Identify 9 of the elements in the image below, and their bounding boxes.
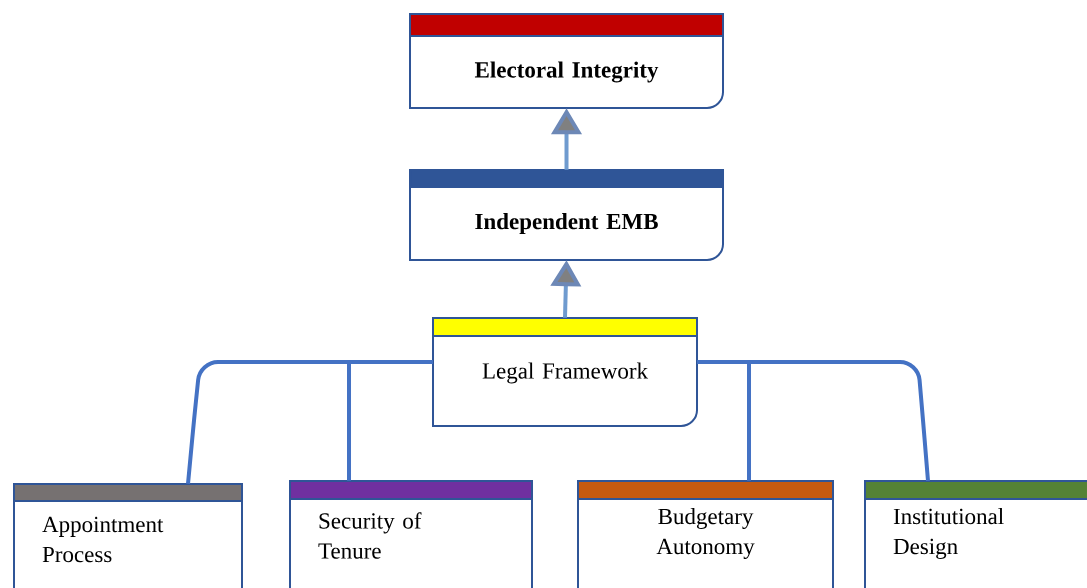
- labelled-box: Electoral Integrity: [409, 13, 724, 109]
- labelled-box: Legal Framework: [432, 317, 698, 427]
- connector: [347, 360, 433, 481]
- connector: [697, 360, 930, 481]
- labelled-box: Appointment Process: [13, 483, 243, 588]
- labelled-box: Security of Tenure: [289, 480, 533, 588]
- labelled-box: Independent EMB: [409, 169, 724, 261]
- labelled-box: Institutional Design: [864, 480, 1087, 588]
- labelled-box: Budgetary Autonomy: [577, 480, 834, 588]
